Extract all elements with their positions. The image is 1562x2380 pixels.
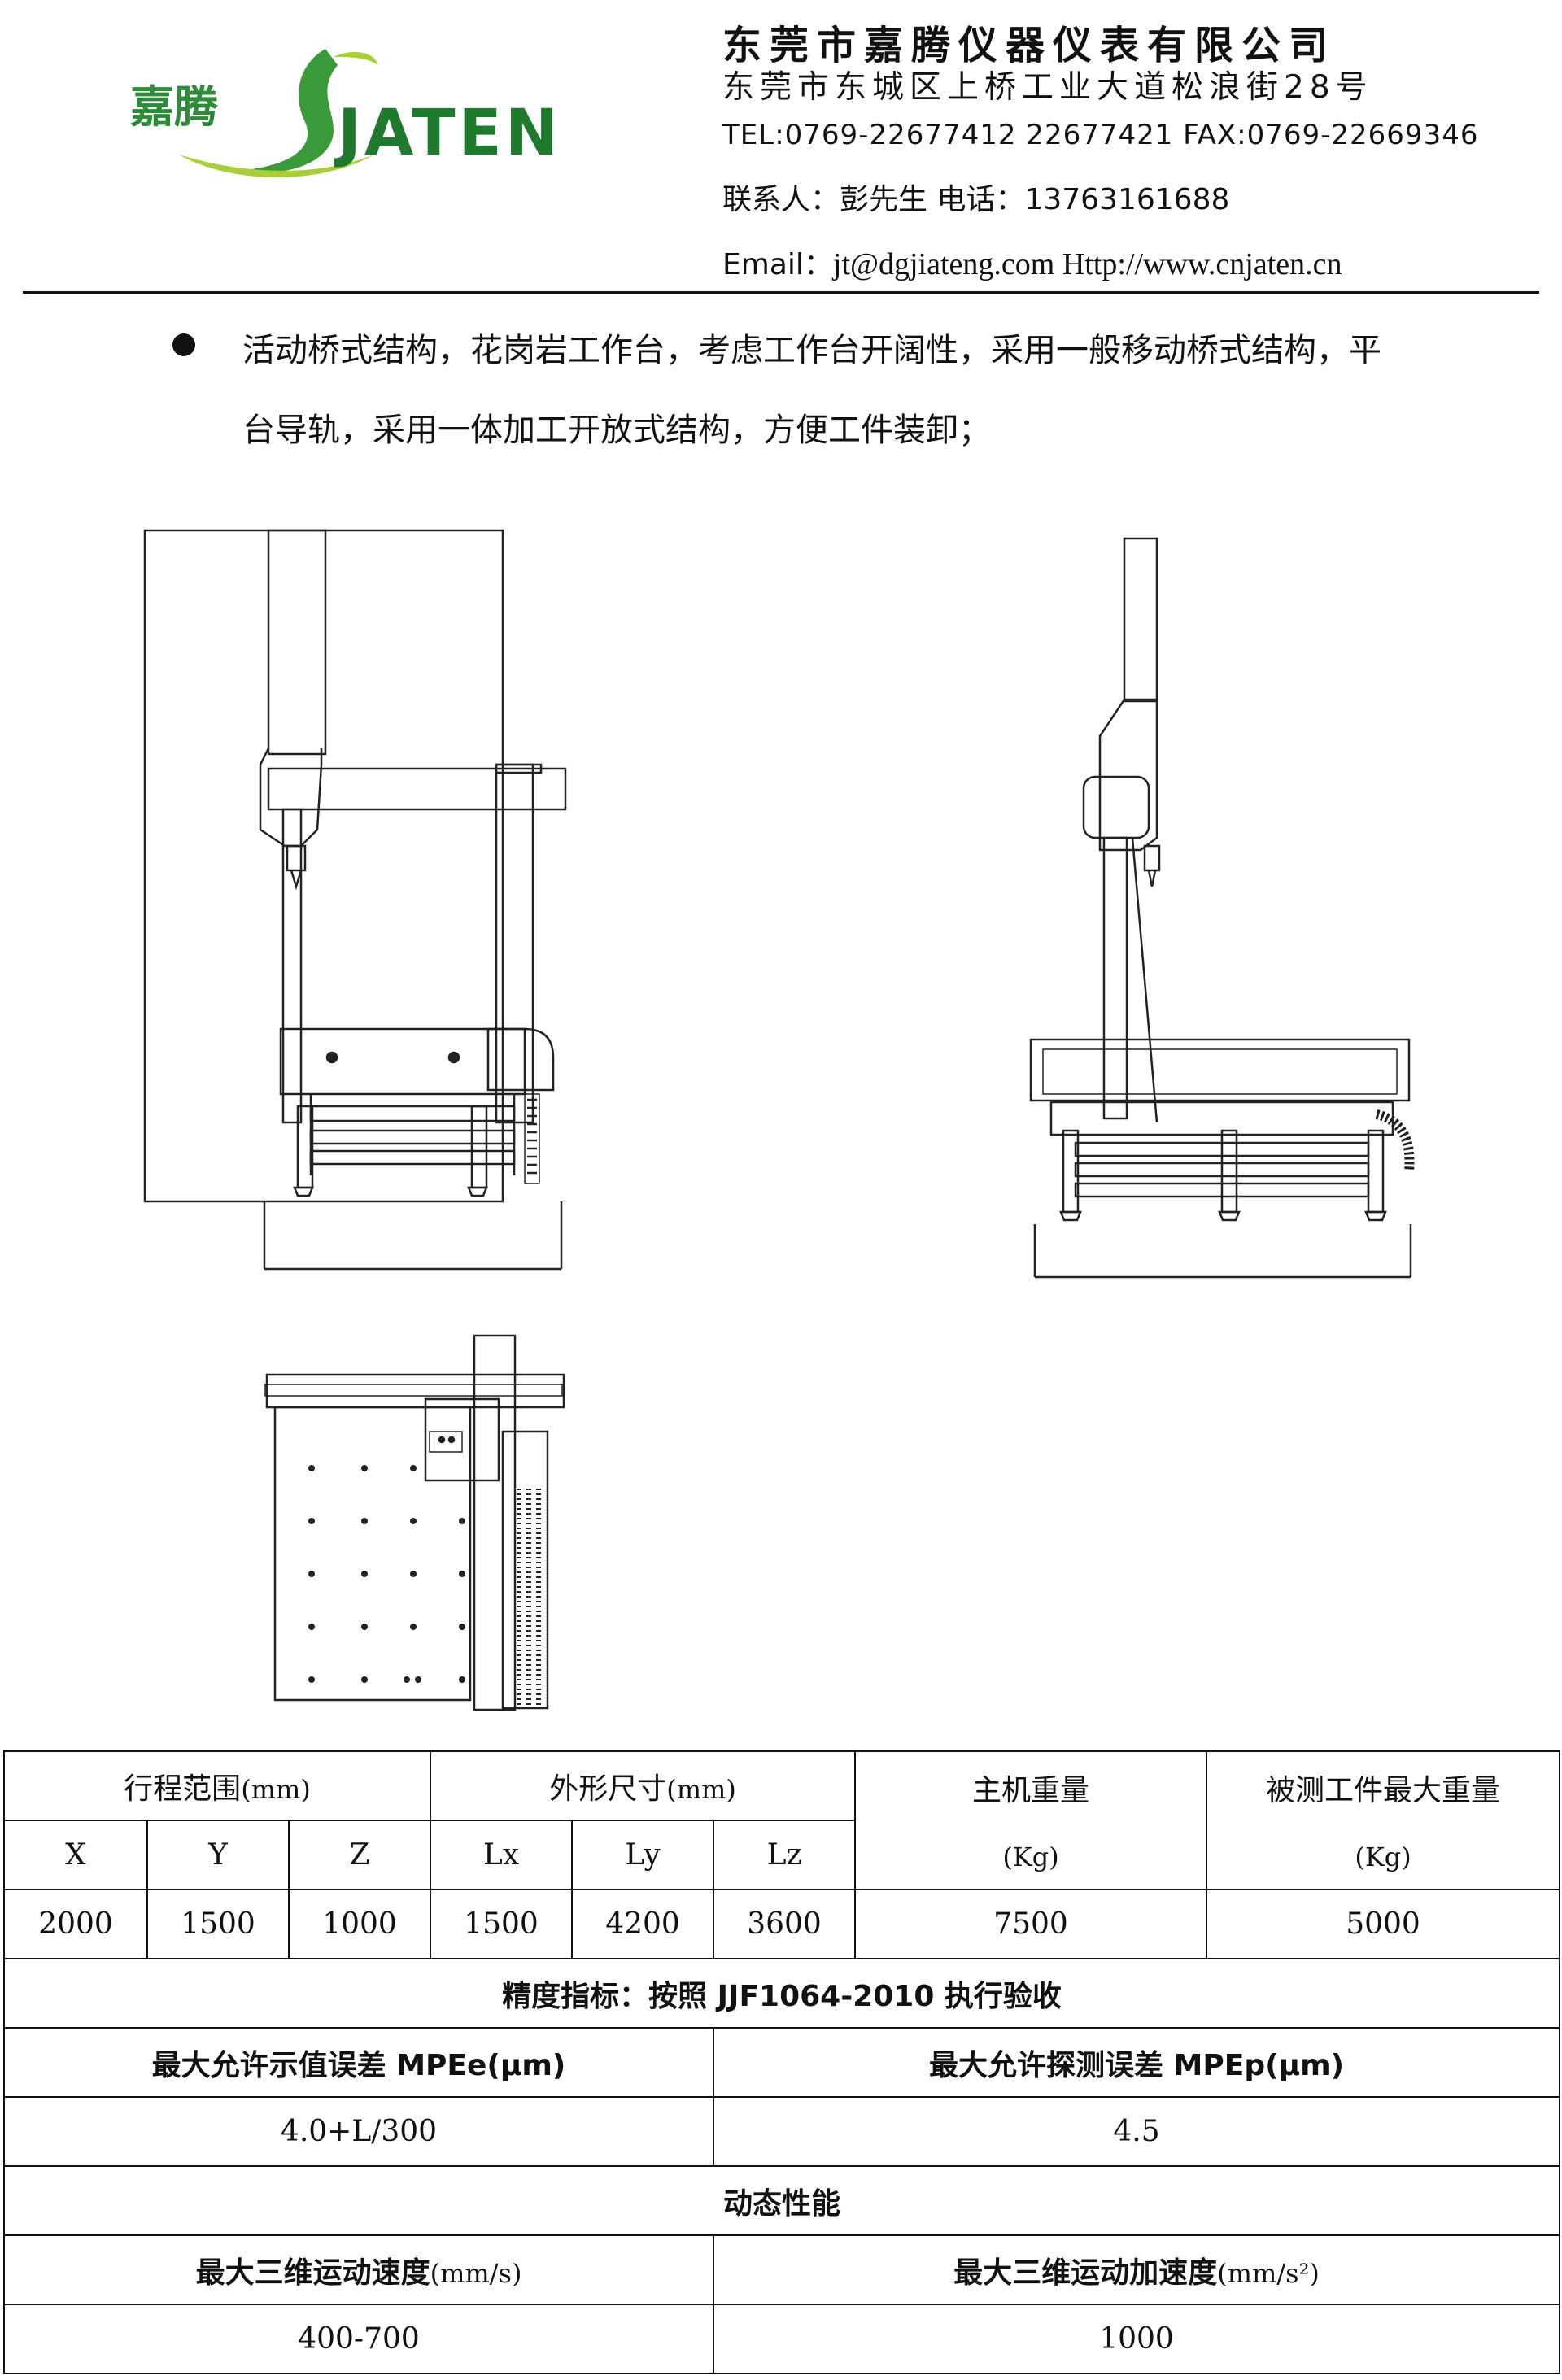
accel-value: 1000 xyxy=(713,2304,1561,2374)
mpep-value: 4.5 xyxy=(713,2096,1561,2167)
value-host-weight: 7500 xyxy=(854,1889,1208,1959)
logo-en-text: JATEN xyxy=(334,97,553,170)
top-view-drawing xyxy=(259,1334,568,1724)
header-divider xyxy=(23,291,1539,294)
intro-line-1: 活动桥式结构，花岗岩工作台，考虑工作台开阔性，采用一般移动桥式结构，平 xyxy=(242,332,1381,369)
company-contact: 联系人：彭先生 电话：13763161688 xyxy=(722,183,1230,216)
speed-value: 400-700 xyxy=(2,2304,715,2374)
host-weight-header: 主机重量(Kg) xyxy=(854,1750,1208,1890)
front-view-drawing xyxy=(138,521,578,1285)
subheader-z: Z xyxy=(287,1820,432,1890)
value-lz: 3600 xyxy=(713,1889,857,1959)
bullet-icon xyxy=(172,333,195,356)
value-lx: 1500 xyxy=(430,1889,574,1959)
speed-header: 最大三维运动速度(mm/s) xyxy=(2,2234,715,2305)
value-y: 1500 xyxy=(146,1889,290,1959)
subheader-lx: Lx xyxy=(430,1820,574,1890)
email-label: Email： xyxy=(722,248,833,281)
mpee-value: 4.0+L/300 xyxy=(2,2096,715,2167)
subheader-ly: Ly xyxy=(571,1820,715,1890)
subheader-x: X xyxy=(3,1820,148,1890)
mpee-header: 最大允许示值误差 MPEe(μm) xyxy=(2,2027,715,2098)
dynamic-title: 动态性能 xyxy=(2,2165,1561,2236)
company-email-web: Email：jt@dgjiateng.com Http://www.cnjate… xyxy=(722,241,1342,283)
company-logo: 嘉腾 JATEN xyxy=(130,33,558,187)
intro-line-2: 台导轨，采用一体加工开放式结构，方便工件装卸； xyxy=(242,412,991,449)
accel-header: 最大三维运动加速度(mm/s²) xyxy=(713,2234,1561,2305)
value-z: 1000 xyxy=(287,1889,432,1959)
value-x: 2000 xyxy=(3,1889,148,1959)
subheader-lz: Lz xyxy=(713,1820,857,1890)
side-view-drawing xyxy=(1027,529,1417,1293)
email-web-value: jt@dgjiateng.com Http://www.cnjaten.cn xyxy=(832,247,1342,281)
accuracy-title: 精度指标：按照 JJF1064-2010 执行验收 xyxy=(2,1958,1561,2029)
company-tel-fax: TEL:0769-22677412 22677421 FAX:0769-2266… xyxy=(722,119,1479,151)
value-max-load: 5000 xyxy=(1206,1889,1561,1959)
spec-table: 行程范围(mm) 外形尺寸(mm) 主机重量(Kg) 被测工件最大重量(Kg) … xyxy=(2,1750,1561,2374)
max-load-header: 被测工件最大重量(Kg) xyxy=(1206,1750,1561,1890)
company-address: 东莞市东城区上桥工业大道松浪街28号 xyxy=(722,69,1373,106)
travel-range-header: 行程范围(mm) xyxy=(2,1750,432,1821)
subheader-y: Y xyxy=(146,1820,290,1890)
dimensions-header: 外形尺寸(mm) xyxy=(430,1750,857,1821)
value-ly: 4200 xyxy=(571,1889,715,1959)
company-name: 东莞市嘉腾仪器仪表有限公司 xyxy=(722,23,1337,68)
mpep-header: 最大允许探测误差 MPEp(μm) xyxy=(713,2027,1561,2098)
logo-cn-text: 嘉腾 xyxy=(130,81,219,133)
